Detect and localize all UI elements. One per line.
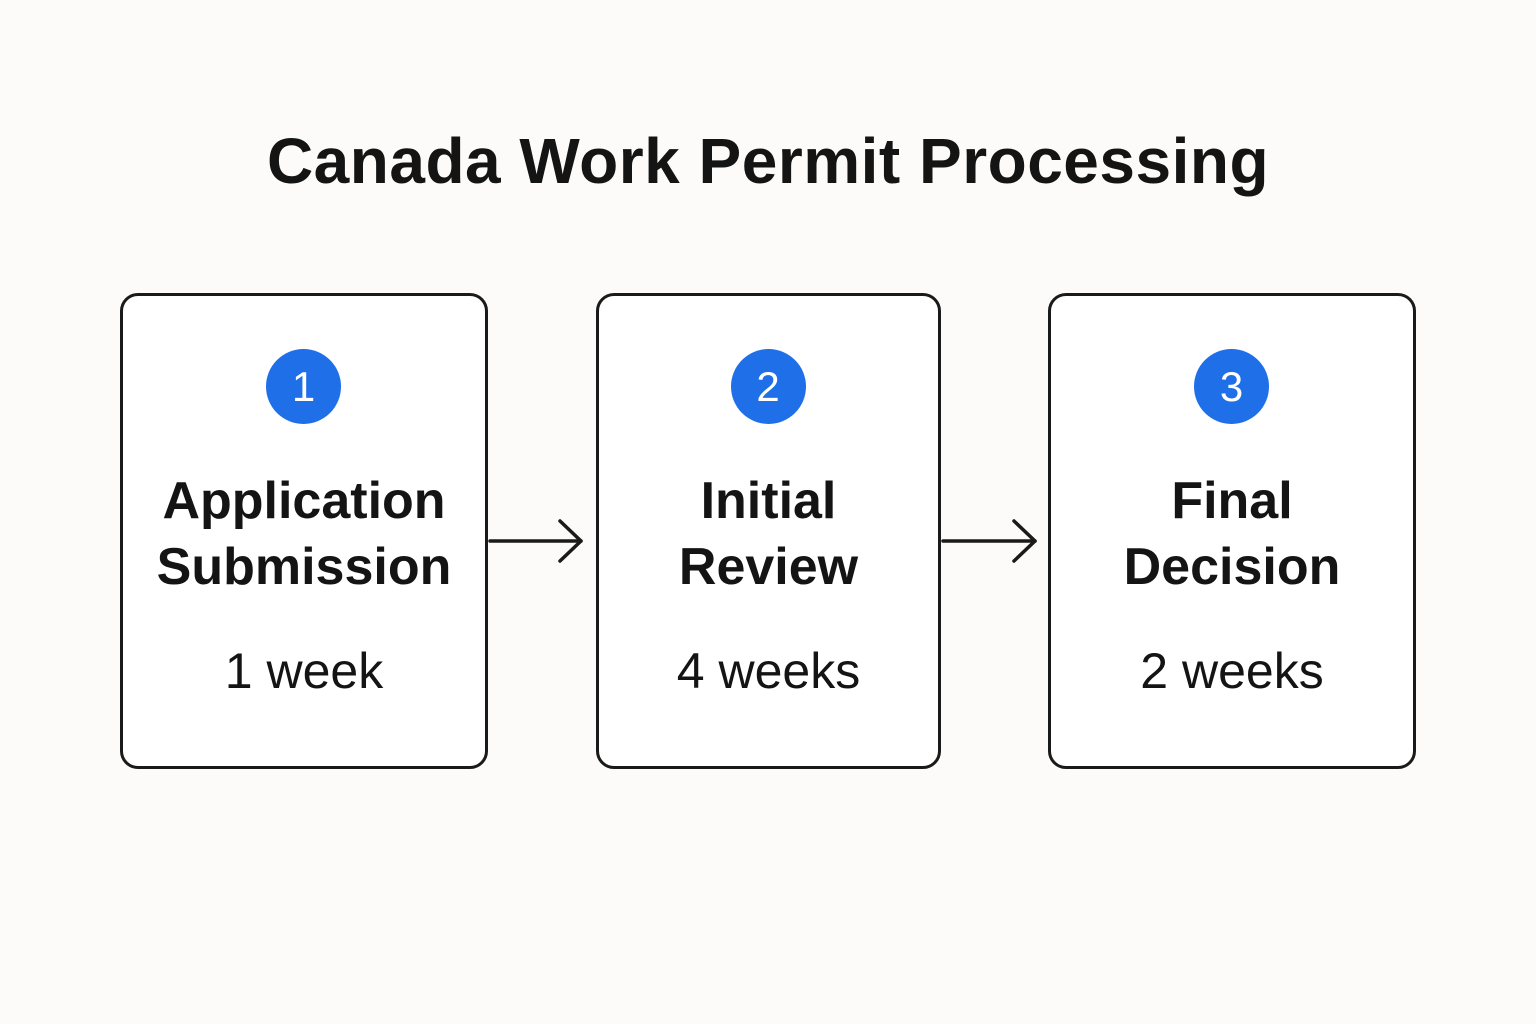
arrow-right-icon: [488, 519, 583, 563]
step-title-line-1: Application: [162, 472, 446, 530]
step-card-initial-review: 2 Initial Review 4 weeks: [596, 293, 941, 769]
step-duration: 2 weeks: [1140, 643, 1324, 699]
diagram-title: Canada Work Permit Processing: [266, 125, 1270, 197]
step-duration: 4 weeks: [676, 643, 861, 699]
step-title: Initial Review: [599, 468, 938, 600]
step-number-badge: 1: [266, 349, 341, 424]
step-card-application-submission: 1 Application Submission 1 week: [120, 293, 488, 769]
step-title-line-2: Decision: [1123, 538, 1341, 596]
step-title-line-1: Final: [1171, 472, 1293, 530]
step-number-badge: 3: [1194, 349, 1269, 424]
step-title-line-2: Review: [678, 538, 859, 596]
step-duration: 1 week: [224, 643, 384, 699]
arrow-right-icon: [941, 519, 1037, 563]
step-title-line-2: Submission: [156, 538, 452, 596]
step-title: Application Submission: [123, 468, 485, 600]
step-card-final-decision: 3 Final Decision 2 weeks: [1048, 293, 1416, 769]
step-title: Final Decision: [1051, 468, 1413, 600]
step-number-badge: 2: [730, 349, 806, 424]
step-title-line-1: Initial: [700, 472, 837, 530]
